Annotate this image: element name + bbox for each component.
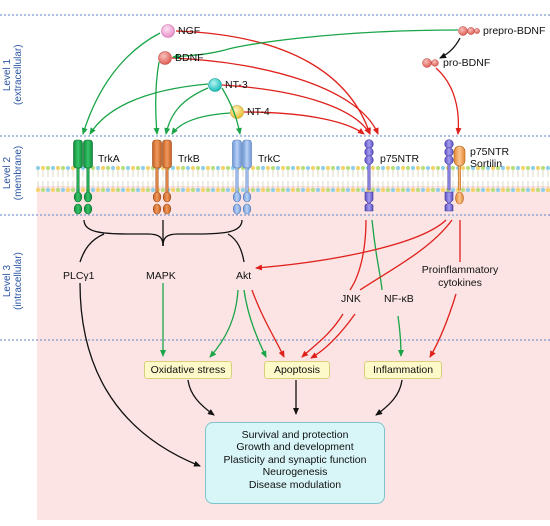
oxidative-stress-box: Oxidative stress — [144, 361, 232, 379]
level-3-subtitle: (intracellular) — [13, 252, 24, 310]
nt4-ligand — [230, 105, 244, 119]
nfkb-label: NF-κB — [384, 293, 414, 305]
pro-bdnf-label: pro-BDNF — [443, 57, 491, 69]
pro-bdnf-ligand — [422, 58, 439, 68]
trkb-receptor — [152, 139, 172, 215]
level-2-title: Level 2 — [2, 156, 13, 190]
plcg1-label: PLCγ1 — [63, 270, 95, 282]
mapk-label: MAPK — [146, 270, 176, 282]
sortilin-receptor — [453, 145, 466, 205]
level-3-title: Level 3 — [2, 264, 13, 298]
p75-sortilin-label-line2: Sortilin — [470, 158, 503, 170]
intracellular-arrows — [79, 219, 461, 467]
bdnf-ligand — [158, 51, 172, 65]
p75ntr-label: p75NTR — [380, 153, 420, 165]
outcomes-box: Survival and protection Growth and devel… — [205, 422, 385, 504]
outcome-survival: Survival and protection — [241, 429, 349, 441]
prepro-bdnf-label: prepro-BDNF — [483, 25, 546, 37]
trka-label: TrkA — [98, 153, 120, 165]
ngf-label: NGF — [178, 25, 201, 37]
trkb-label: TrkB — [178, 153, 200, 165]
ligand-arrows — [81, 29, 462, 135]
apoptosis-box: Apoptosis — [264, 361, 330, 379]
outcome-disease-modulation: Disease modulation — [248, 478, 342, 491]
trkc-receptor — [232, 139, 252, 215]
nt3-ligand — [208, 78, 222, 92]
level-1-title: Level 1 — [2, 58, 13, 92]
proinflammatory-label-line2: cytokines — [438, 277, 482, 289]
outcome-neurogenesis: Neurogenesis — [262, 466, 328, 479]
outcome-growth: Growth and development — [236, 441, 354, 454]
trkc-label: TrkC — [258, 153, 281, 165]
level-3-label: Level 3 (intracellular) — [2, 251, 24, 311]
level-2-label: Level 2 (membrane) — [2, 143, 24, 203]
nt3-label: NT-3 — [225, 79, 248, 91]
jnk-label: JNK — [341, 293, 361, 305]
level-2-subtitle: (membrane) — [13, 145, 24, 201]
nt4-label: NT-4 — [247, 106, 270, 118]
outcome-plasticity: Plasticity and synaptic function — [223, 453, 367, 466]
ngf-ligand — [161, 24, 175, 38]
inflammation-box: Inflammation — [364, 361, 442, 379]
p75ntr-sortilin-p75-part — [444, 139, 454, 212]
akt-label: Akt — [236, 270, 252, 282]
level-1-label: Level 1 (extracellular) — [2, 44, 24, 105]
ligands — [158, 24, 480, 119]
trka-receptor — [73, 139, 93, 215]
prepro-bdnf-ligand — [458, 26, 480, 36]
bdnf-label: BDNF — [175, 52, 204, 64]
proinflammatory-label-line1: Proinflammatory — [421, 264, 499, 276]
level-1-subtitle: (extracellular) — [13, 44, 24, 105]
trk-bracket — [79, 219, 245, 263]
p75ntr-receptor — [364, 139, 374, 212]
receptors — [73, 139, 466, 215]
p75-sortilin-label-line1: p75NTR — [470, 146, 510, 158]
